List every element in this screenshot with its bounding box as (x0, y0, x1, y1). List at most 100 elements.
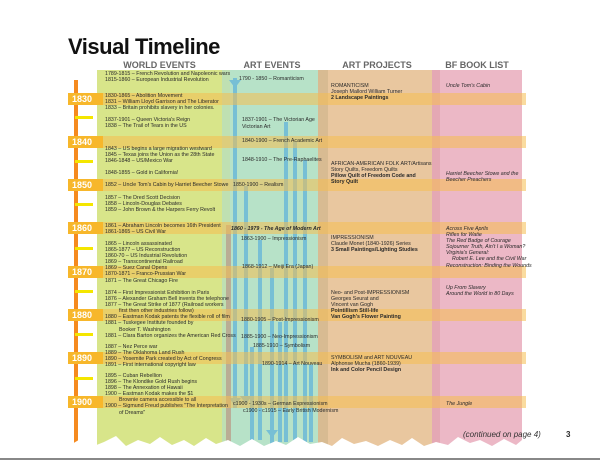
art-event: 1863-1900 – Impressionism (241, 236, 307, 242)
event: 1891 – First international copyright law (105, 362, 196, 369)
event: 1789-1815 – French Revolution and Napole… (105, 71, 231, 77)
world-events-block: 1852 – Uncle Tom's Cabin by Harriet Beec… (105, 182, 228, 188)
project-style: IMPRESSIONISM (331, 235, 374, 241)
year-band (68, 222, 526, 234)
event: Booker T. Washington (119, 326, 171, 333)
event: 1815-1860 – European Industrial Revoluti… (105, 77, 209, 84)
event: 1887 – Nez Perce war (105, 344, 158, 350)
year-label: 1860 (68, 222, 103, 234)
art-event: 1837-1901 – The Victorian Age (242, 117, 315, 123)
arrow-victorian (284, 122, 288, 442)
event: 1843 – US begins a large migration westw… (105, 146, 212, 152)
header-book-list: BF BOOK LIST (445, 60, 509, 70)
year-band (68, 266, 526, 278)
event: of Dreams" (119, 409, 146, 416)
event: 1876 – Alexander Graham Bell invents the… (105, 296, 229, 303)
book-title: The Jungle (446, 401, 473, 407)
event: 1874 – First Impressionist Exhibition in… (105, 290, 210, 296)
event: 1881 – Tuskegee Institute founded by (105, 320, 194, 327)
book-title: Reconstruction: Binding the Wounds (446, 262, 532, 269)
timeline-tick (75, 377, 93, 380)
arrow-realism (244, 186, 248, 402)
art-event: Victorian Art (242, 124, 271, 130)
column-divider (432, 70, 440, 455)
project-artist: Story Quilts, Freedom Quilts (331, 167, 398, 174)
book-list-column (440, 70, 522, 455)
book-list-group: The Jungle (446, 401, 472, 407)
event: 1838 – The Trail of Tears in the US (105, 123, 187, 130)
header-world-events: WORLD EVENTS (123, 60, 196, 70)
year-band (68, 93, 526, 105)
event: 1877 – The Great Strike of 1877 (Railroa… (105, 302, 224, 309)
event: 1895 – Cuban Rebellion (105, 373, 162, 379)
timeline-tick (75, 247, 93, 250)
project-artist: Georges Seurat and (331, 296, 379, 303)
event: 1858 – Lincoln-Douglas Debates (105, 201, 182, 208)
project-style: ROMANTICISM (331, 83, 369, 89)
event: 1900 – Eastman Kodak makes the $1 (105, 391, 194, 398)
project-artist: Alphonse Mucha (1860-1939) (331, 361, 401, 368)
year-label: 1840 (68, 136, 103, 148)
year-label: 1830 (68, 93, 103, 105)
year-band (68, 179, 526, 191)
book-title: The Red Badge of Courage (446, 238, 511, 245)
world-events-block: 1789-1815 – French Revolution and Napole… (105, 71, 230, 83)
project-artist: Joseph Mallord William Turner (331, 89, 403, 96)
art-event: 1840-1900 – French Academic Art (242, 138, 323, 144)
book-title: Across Five Aprils (446, 226, 489, 232)
project-style: AFRICAN-AMERICAN FOLK ART/Artisans (331, 161, 432, 167)
event: 1896 – The Klondike Gold Rush begins (105, 379, 198, 386)
book-title: Sojourner Truth, Ain't I a Woman? (446, 244, 526, 251)
torn-edge (60, 436, 530, 460)
column-divider (318, 70, 328, 455)
page-title: Visual Timeline (68, 34, 220, 59)
art-event: 1885-1900 – Neo-Impressionism (241, 334, 318, 340)
project-style: Neo- and Post-IMPRESSIONISM (331, 290, 410, 296)
book-list-group: Uncle Tom's Cabin (446, 83, 490, 89)
year-band (68, 352, 526, 364)
year-label: 1870 (68, 266, 103, 278)
header-art-projects: ART PROJECTS (342, 60, 412, 70)
arrowhead-icon (266, 430, 278, 438)
timeline-tick (75, 160, 93, 163)
event: 1831 – William Lloyd Garrison and The Li… (105, 99, 219, 106)
book-title: Beecher Preachers (446, 177, 492, 184)
project-style: SYMBOLISM and ART NOUVEAU (331, 355, 413, 361)
bottom-rule (0, 458, 600, 460)
timeline-tick (75, 290, 93, 293)
book-title: Rifles for Watie (446, 232, 482, 239)
book-title: Robert E. Lee and the Civil War (452, 256, 527, 263)
event: 1900 – Sigmund Freud publishes "The Inte… (105, 403, 228, 410)
year-label: 1880 (68, 309, 103, 321)
project-title: Pillow Quilt of Freedom Code and (331, 173, 416, 180)
art-event: 1880-1905 – Post-Impressionism (241, 317, 319, 323)
art-projects-column (328, 70, 432, 455)
year-band (68, 396, 526, 408)
project-title: 2 Landscape Paintings (331, 95, 389, 102)
arrow-symbolism (250, 347, 254, 442)
event: 1859 – John Brown & the Harpers Ferry Re… (105, 207, 216, 214)
art-event-modern-art: 1860 - 1979 - The Age of Modern Art (231, 226, 321, 232)
event: 1837-1901 – Queen Victoria's Reign (105, 117, 191, 123)
year-band (68, 309, 526, 321)
book-title: Harriet Beecher Stowe and the (446, 171, 519, 177)
world-events-block: 1843 – US begins a large migration westw… (105, 146, 214, 164)
project-title: Van Gogh's Flower Painting (331, 314, 401, 321)
arrow-impressionism (258, 240, 262, 440)
event: 1861-1865 – US Civil War (105, 229, 167, 236)
art-event: c1900 - 1930s – German Expressionism (233, 401, 328, 407)
page-number: 3 (566, 430, 571, 439)
project-artist: Vincent van Gogh (331, 302, 374, 309)
year-label: 1890 (68, 352, 103, 364)
event: 1881 – Clara Barton organizes the Americ… (105, 332, 236, 339)
art-event: 1885-1910 – Symbolism (253, 343, 311, 349)
event: 1880 – Eastman Kodak patents the flexibl… (105, 314, 230, 321)
project-artist: Claude Monet (1840-1926) Series (331, 241, 411, 248)
